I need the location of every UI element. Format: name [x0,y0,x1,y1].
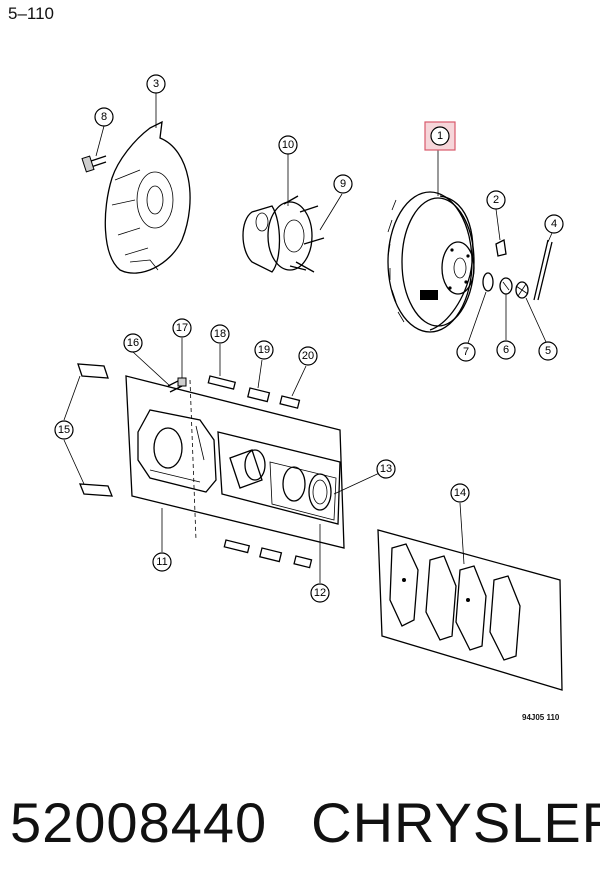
svg-text:16: 16 [127,337,139,349]
callout-9: 9 [333,174,353,194]
brake-pad-box [377,529,563,691]
callout-18: 18 [210,324,230,344]
piston [229,449,266,489]
callout-3: 3 [146,74,166,94]
guide-pins-top [207,375,301,409]
svg-text:17: 17 [176,322,188,334]
svg-text:12: 12 [314,587,326,599]
callout-12: 12 [310,583,330,603]
grease-cap-2 [495,239,507,257]
part-number: 52008440 [10,791,268,854]
svg-text:15: 15 [58,424,70,436]
brand-name: CHRYSLER [311,791,600,854]
svg-text:19: 19 [258,344,270,356]
washer-7 [482,272,494,292]
dashed-line [189,379,197,541]
callout-15: 15 [54,420,74,440]
brake-pads [389,543,521,661]
svg-text:9: 9 [340,178,346,190]
svg-text:11: 11 [156,556,167,568]
caliper-kit-box [125,375,345,549]
callout-14: 14 [450,483,470,503]
callout-1: 1 [424,121,456,151]
leader-lines [63,93,553,583]
splash-shield [104,120,191,274]
guide-pins-bottom [223,539,313,569]
callout-8: 8 [94,107,114,127]
callout-4: 4 [544,214,564,234]
callout-13: 13 [376,459,396,479]
callout-6: 6 [496,340,516,360]
svg-text:6: 6 [503,344,509,356]
nut-lock-5 [515,281,529,299]
callout-2: 2 [486,190,506,210]
svg-text:20: 20 [302,350,314,362]
callout-19: 19 [254,340,274,360]
svg-text:7: 7 [463,346,469,358]
svg-text:5: 5 [545,345,551,357]
callout-11: 11 [152,552,172,572]
seal-kit [282,466,332,511]
anti-rattle-clips [77,363,113,497]
cotter-pin-4 [533,239,553,301]
svg-text:2: 2 [493,194,499,206]
bolt-8 [81,155,107,173]
hub-bearing [242,195,325,273]
callout-20: 20 [298,346,318,366]
svg-text:3: 3 [153,78,159,90]
footer: 52008440 CHRYSLER [10,790,600,855]
bleeder-16-17 [167,377,187,393]
callout-7: 7 [456,342,476,362]
callout-5: 5 [538,341,558,361]
svg-text:13: 13 [380,463,392,475]
callout-17: 17 [172,318,192,338]
callout-16: 16 [123,333,143,353]
svg-text:18: 18 [214,328,226,340]
brake-rotor [387,191,475,333]
svg-text:8: 8 [101,111,107,123]
nut-6 [499,277,513,295]
figure-code: 94J05 110 [522,713,560,722]
svg-text:1: 1 [437,130,443,142]
svg-text:14: 14 [454,487,466,499]
page-reference: 5–110 [8,4,55,23]
svg-text:10: 10 [282,139,294,151]
callout-10: 10 [278,135,298,155]
caliper [137,409,217,493]
svg-text:4: 4 [551,218,557,230]
